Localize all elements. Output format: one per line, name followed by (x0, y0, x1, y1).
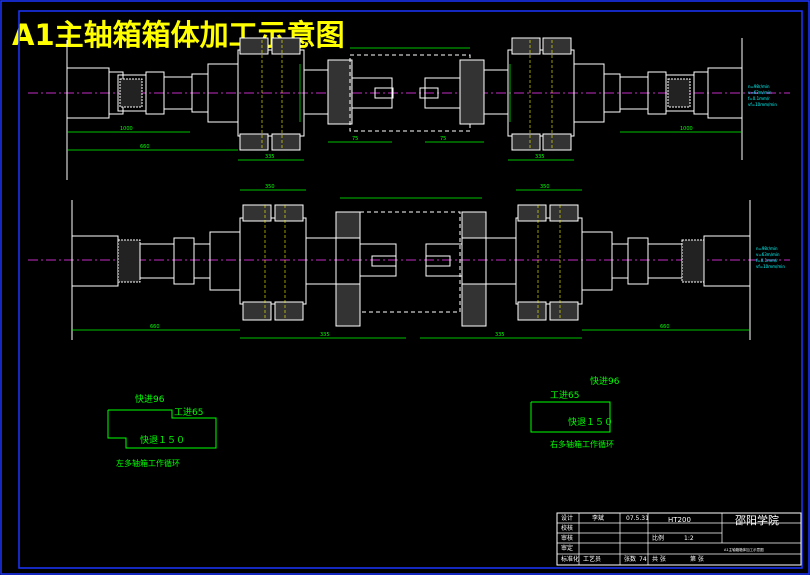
svg-text:f=0.1mm/r: f=0.1mm/r (748, 96, 770, 101)
drawing-description: A1主轴箱箱体加工示意图 (724, 547, 764, 552)
sheet-label: 张数 (624, 555, 636, 563)
scale-label: 比例 (652, 534, 664, 542)
svg-text:335: 335 (265, 154, 275, 160)
total-label: 共 张 (652, 555, 666, 563)
right-fast-advance: 快进96 (590, 375, 620, 387)
svg-text:1000: 1000 (680, 126, 693, 132)
bottom-assembly-view: 350 350 660 335 335 660 n=98r/min v=63m/… (28, 184, 790, 340)
svg-text:f=0.1mm/r: f=0.1mm/r (756, 258, 778, 263)
svg-text:v=63m/min: v=63m/min (756, 252, 780, 257)
svg-text:vf=10mm/min: vf=10mm/min (756, 264, 785, 269)
svg-text:335: 335 (320, 332, 330, 338)
left-fast-return: 快退１５０ (140, 434, 185, 446)
title-block: 设计 校核 审核 审定 标准化 李斌 07.5.31 工艺员 张数 74 共 张… (556, 512, 802, 566)
left-fast-advance: 快进96 (135, 393, 165, 405)
row-label-3: 审核 (561, 534, 573, 542)
school-name: 邵阳学院 (735, 513, 779, 527)
designer-name: 李斌 (592, 514, 604, 522)
svg-text:v=63m/min: v=63m/min (748, 90, 772, 95)
svg-text:75: 75 (440, 136, 446, 142)
left-cycle-caption: 左多轴箱工作循环 (116, 458, 180, 468)
svg-text:n=98r/min: n=98r/min (756, 246, 778, 251)
row-label-2: 校核 (561, 524, 573, 532)
svg-text:335: 335 (535, 154, 545, 160)
svg-text:660: 660 (140, 144, 150, 150)
svg-text:350: 350 (265, 184, 275, 190)
row-label-5: 标准化 (561, 555, 579, 563)
svg-text:1000: 1000 (120, 126, 133, 132)
bottom-left-label: 工艺员 (583, 555, 601, 563)
right-fast-return: 快退１５０ (568, 416, 613, 428)
sheet-value: 74 (639, 556, 647, 563)
svg-text:n=98r/min: n=98r/min (748, 84, 770, 89)
svg-text:vf=10mm/min: vf=10mm/min (748, 102, 777, 107)
right-cycle-caption: 右多轴箱工作循环 (550, 439, 614, 449)
right-work-advance: 工进65 (550, 390, 579, 401)
row-label-1: 设计 (561, 514, 573, 522)
inner-border (18, 10, 803, 569)
page-label: 第 张 (690, 555, 704, 563)
left-work-advance: 工进65 (174, 407, 203, 418)
material: HT200 (668, 516, 691, 524)
left-cycle-diagram: 快进96 工进65 快退１５０ 左多轴箱工作循环 (107, 393, 217, 468)
row-label-4: 审定 (561, 544, 573, 552)
design-date: 07.5.31 (626, 515, 649, 522)
svg-text:350: 350 (540, 184, 550, 190)
svg-text:75: 75 (352, 136, 358, 142)
scale-value: 1:2 (684, 535, 694, 542)
top-assembly-view: 1000 660 335 75 75 335 1000 n=98r/min v=… (28, 37, 790, 180)
svg-text:660: 660 (660, 324, 670, 330)
svg-text:660: 660 (150, 324, 160, 330)
svg-text:335: 335 (495, 332, 505, 338)
right-cycle-diagram: 快进96 工进65 快退１５０ 右多轴箱工作循环 (530, 375, 620, 449)
